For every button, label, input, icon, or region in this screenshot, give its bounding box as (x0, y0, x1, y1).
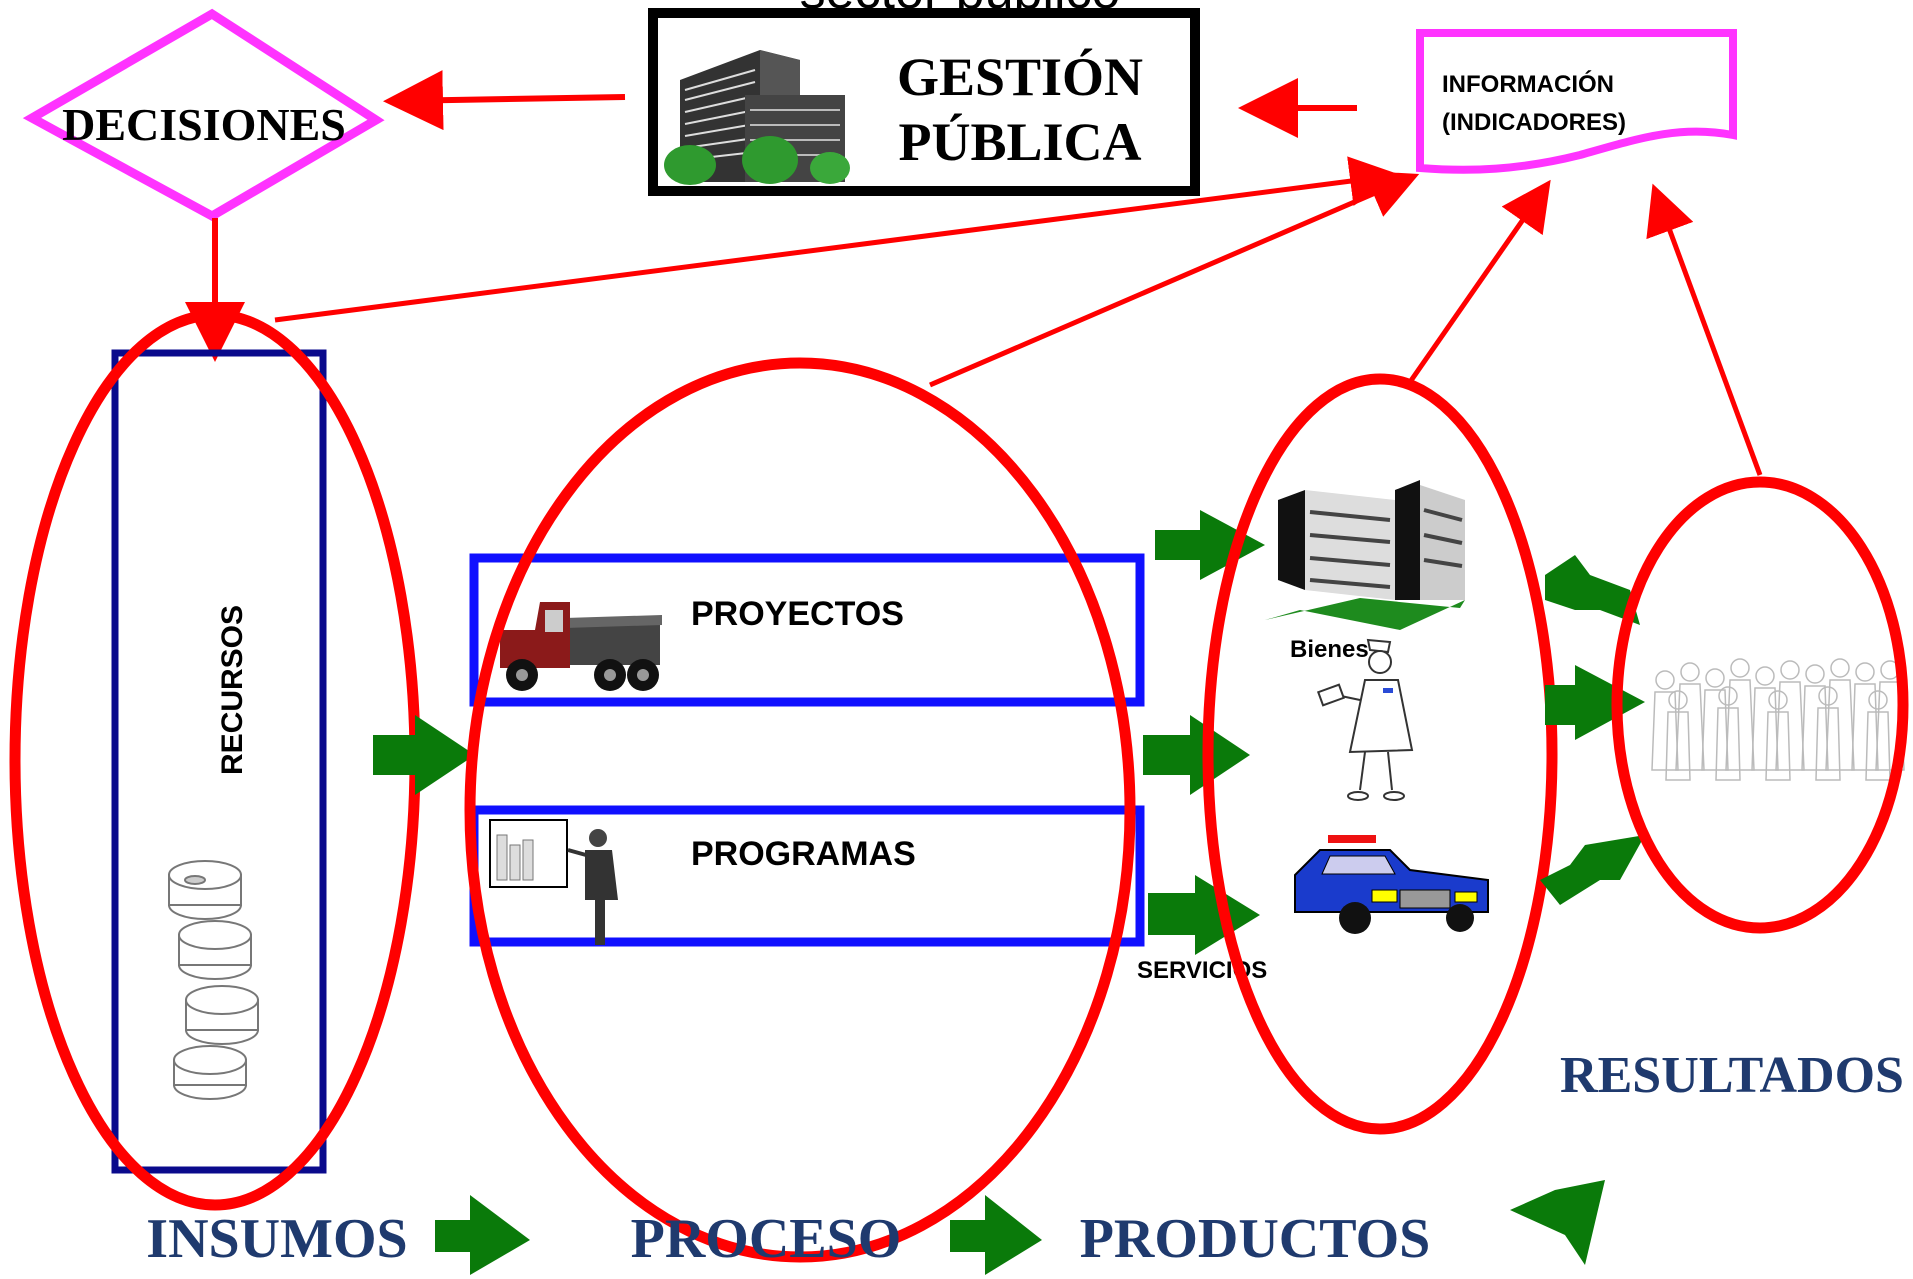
arrow-gestion-to-decisiones (383, 70, 626, 131)
arrow-recursos-to-info (274, 156, 1400, 323)
green-arrows-to-productos (1143, 510, 1265, 955)
feedback-arrows (185, 70, 1763, 476)
bienes-label: Bienes (1290, 636, 1369, 663)
informacion-line2: (INDICADORES) (1442, 109, 1626, 136)
green-arrows-to-resultados (1540, 555, 1645, 905)
flow-proceso: PROCESO (631, 1208, 902, 1270)
coins-stack-icon (168, 860, 259, 1100)
crowd-icon (1651, 658, 1905, 781)
resultados-ellipse (1611, 476, 1909, 934)
flow-arrow-1 (435, 1195, 530, 1275)
arrow-resultados-to-info (1646, 183, 1763, 476)
gestion-title-line1: GESTIÓN (897, 47, 1143, 107)
resultados-title: RESULTADOS (1560, 1047, 1904, 1104)
resultados-area (1611, 476, 1909, 934)
decisiones-diamond: DECISIONES (22, 8, 385, 222)
recursos-label: RECURSOS (216, 605, 249, 775)
productos-area: Bienes SERVICIOS (1137, 373, 1558, 1135)
arrow-proceso-to-info (929, 170, 1420, 388)
arrow-productos-to-info (1407, 179, 1551, 384)
recursos-box: RECURSOS (9, 309, 421, 1211)
flow-productos: PRODUCTOS (1080, 1208, 1431, 1270)
flow-arrow-2 (950, 1195, 1042, 1275)
proceso-ellipse (464, 357, 1136, 1263)
building-icon (1265, 480, 1465, 630)
flow-insumos: INSUMOS (146, 1208, 407, 1270)
police-car-icon (1294, 835, 1489, 934)
proyectos-label: PROYECTOS (691, 595, 904, 633)
bottom-flow: INSUMOS PROCESO PRODUCTOS (146, 1180, 1605, 1275)
gestion-publica-box: GESTIÓN PÚBLICA (648, 8, 1200, 196)
nurse-icon (1316, 638, 1414, 801)
informacion-document: INFORMACIÓN (INDICADORES) (1416, 29, 1737, 174)
programas-box (469, 805, 1145, 947)
proyectos-box (469, 553, 1145, 707)
informacion-line1: INFORMACIÓN (1442, 70, 1614, 98)
flow-arrow-3 (1510, 1180, 1605, 1265)
gestion-title-line2: PÚBLICA (898, 112, 1141, 172)
programas-label: PROGRAMAS (691, 835, 916, 873)
proceso-area: PROYECTOS PROGRAMAS (464, 357, 1145, 1263)
dump-truck-icon (500, 602, 662, 691)
presenter-icon (489, 819, 618, 945)
productos-ellipse (1202, 373, 1558, 1135)
decisiones-label: DECISIONES (62, 99, 346, 150)
arrow-recursos-to-proceso (373, 715, 475, 795)
office-building-icon (664, 50, 850, 185)
